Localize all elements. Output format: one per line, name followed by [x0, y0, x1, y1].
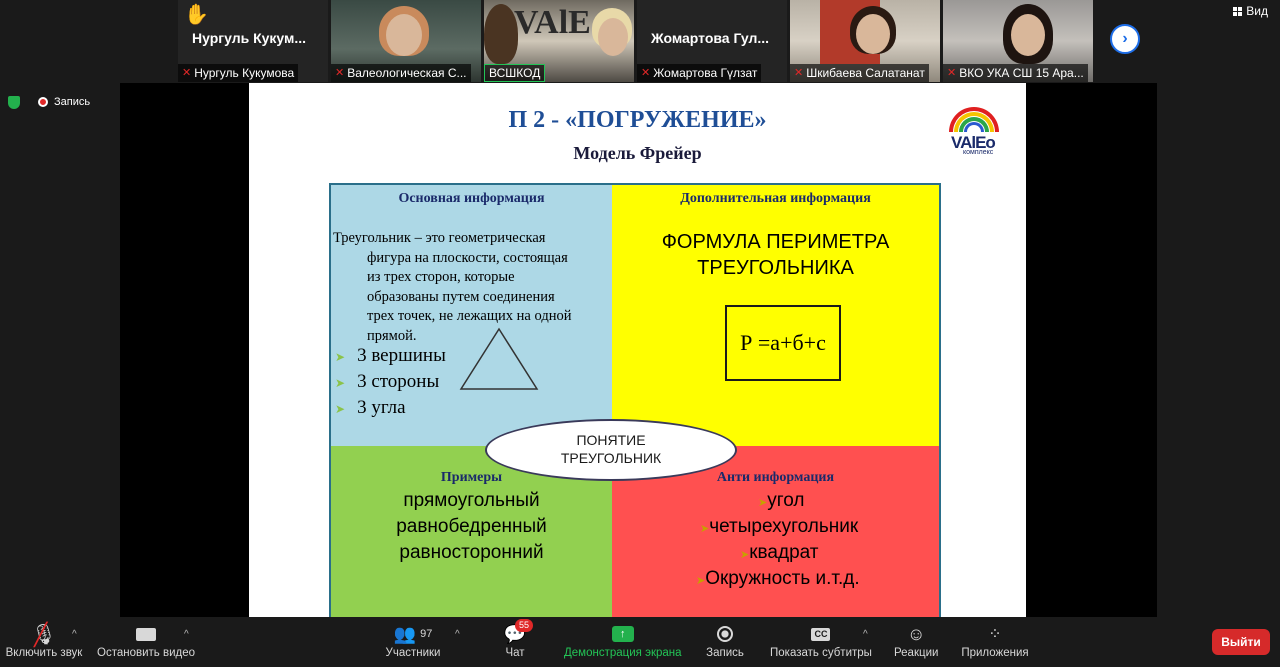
- list-item: прямоугольный: [403, 490, 540, 511]
- participant-face: [598, 18, 628, 56]
- meeting-toolbar: 🎙╱^ Включить звук ^ Остановить видео 👥97…: [0, 617, 1280, 667]
- frayer-model: Основная информация Треугольник – это ге…: [329, 183, 941, 617]
- muted-mic-icon: ✕: [182, 67, 192, 79]
- participant-face: [856, 14, 890, 54]
- participant-caption: ✕Нургуль Кукумова: [178, 64, 299, 82]
- chevron-up-icon[interactable]: ^: [862, 629, 868, 640]
- list-item: ➤угол: [758, 490, 805, 511]
- list-item: ➤Окружность и.т.д.: [696, 568, 860, 589]
- raised-hand-icon: ✋: [184, 4, 209, 26]
- apps-icon: ⁘: [988, 626, 1002, 643]
- shield-icon[interactable]: [8, 96, 20, 109]
- participant-face: [1011, 14, 1045, 56]
- participant-caption: ✕Шкибаева Салатанат: [790, 64, 929, 82]
- people-icon: 👥: [393, 623, 417, 644]
- muted-mic-icon: ✕: [794, 67, 804, 79]
- share-screen-icon: ↑: [611, 626, 634, 642]
- valeo-logo: VAlEo комплекс: [949, 107, 1001, 157]
- reactions-button[interactable]: ☺ Реакции: [894, 623, 939, 660]
- rainbow-arc: [964, 122, 984, 132]
- participant-face: [386, 14, 422, 56]
- triangle-shape: [459, 327, 539, 390]
- muted-mic-icon: ✕: [947, 67, 957, 79]
- list-item: ➤четырехугольник: [700, 516, 859, 537]
- list-item: ➤3 стороны: [335, 371, 440, 392]
- participant-tile[interactable]: ✋ Нургуль Кукум... ✕Нургуль Кукумова: [178, 0, 328, 82]
- chat-badge: 55: [515, 619, 534, 632]
- share-screen-button[interactable]: ↑ Демонстрация экрана: [564, 626, 682, 659]
- chevron-up-icon[interactable]: ^: [72, 629, 77, 640]
- cc-icon: CC: [811, 627, 831, 641]
- quadrant-additional-info: Дополнительная информация ФОРМУЛА ПЕРИМЕ…: [612, 185, 939, 446]
- quadrant-heading: Дополнительная информация: [680, 191, 871, 206]
- triangle-definition: Треугольник – это геометрическая фигура …: [333, 230, 572, 344]
- logo-subtext: комплекс: [963, 149, 994, 156]
- participant-strip: ✋ Нургуль Кукум... ✕Нургуль Кукумова ✕Ва…: [178, 0, 1093, 82]
- muted-mic-icon: 🎙: [31, 623, 57, 646]
- presentation-slide: П 2 - «ПОГРУЖЕНИЕ» Модель Фрейер VAlEo к…: [249, 83, 1026, 617]
- grid-view-icon: [1233, 6, 1243, 16]
- participant-tile[interactable]: ✕ВКО УКА СШ 15 Ара...: [943, 0, 1093, 82]
- participant-caption: ✕ВКО УКА СШ 15 Ара...: [943, 64, 1088, 82]
- participant-tile[interactable]: VAlE ВСШКОД: [484, 0, 634, 82]
- participant-tile[interactable]: Жомартова Гул... ✕Жомартова Гүлзат: [637, 0, 787, 82]
- participant-caption: ✕Жомартова Гүлзат: [637, 64, 762, 82]
- slide-subtitle: Модель Фрейер: [573, 143, 702, 163]
- view-button[interactable]: Вид: [1233, 4, 1268, 18]
- captions-button[interactable]: CC^ Показать субтитры: [770, 627, 872, 659]
- muted-mic-icon: ✕: [335, 67, 345, 79]
- record-dot-icon: [38, 97, 48, 107]
- quadrant-heading: Основная информация: [398, 191, 545, 206]
- perimeter-formula: Р =а+б+с: [725, 305, 841, 381]
- unmute-button[interactable]: 🎙╱^ Включить звук: [5, 622, 83, 659]
- center-concept: ПОНЯТИЕ ТРЕУГОЛЬНИК: [485, 419, 737, 481]
- smile-icon: ☺: [907, 623, 926, 644]
- participant-caption: ВСШКОД: [484, 64, 546, 82]
- video-camera-icon: [136, 627, 156, 641]
- quadrant-main-info: Основная информация Треугольник – это ге…: [331, 185, 612, 446]
- apps-button[interactable]: ⁘ Приложения: [961, 626, 1029, 659]
- list-item: ➤3 угла: [335, 397, 406, 418]
- participant-video: [484, 4, 518, 64]
- leave-button[interactable]: Выйти: [1212, 629, 1270, 655]
- rainbow-arc: [959, 117, 989, 132]
- participant-name: Жомартова Гул...: [651, 30, 770, 46]
- participant-video-logo: VAlE: [514, 4, 591, 41]
- quadrant-heading: Анти информация: [716, 470, 835, 485]
- participant-name: Нургуль Кукум...: [192, 30, 307, 46]
- participants-button[interactable]: 👥97^ Участники: [385, 623, 460, 660]
- slide-title: П 2 - «ПОГРУЖЕНИЕ»: [508, 107, 767, 133]
- list-item: ➤квадрат: [740, 542, 819, 563]
- chevron-up-icon[interactable]: ^: [455, 629, 460, 640]
- participant-caption: ✕Валеологическая С...: [331, 64, 471, 82]
- quadrant-examples: Примеры прямоугольный равнобедренный рав…: [331, 446, 612, 617]
- stop-video-button[interactable]: ^ Остановить видео: [97, 627, 195, 659]
- quadrant-heading: Примеры: [440, 470, 503, 485]
- recording-indicator[interactable]: Запись: [38, 96, 90, 108]
- record-button[interactable]: Запись: [706, 621, 744, 659]
- chat-button[interactable]: 💬55 Чат: [503, 619, 534, 659]
- chevron-right-icon[interactable]: ›: [1110, 24, 1140, 54]
- record-icon: [717, 626, 733, 642]
- formula-title: ФОРМУЛА ПЕРИМЕТРА ТРЕУГОЛЬНИКА: [661, 231, 890, 279]
- list-item: равносторонний: [399, 542, 544, 563]
- muted-mic-icon: ✕: [641, 67, 651, 79]
- chevron-up-icon[interactable]: ^: [184, 629, 189, 640]
- participants-count: 97: [420, 628, 433, 640]
- participant-tile[interactable]: ✕Шкибаева Салатанат: [790, 0, 940, 82]
- participant-tile[interactable]: ✕Валеологическая С...: [331, 0, 481, 82]
- list-item: ➤3 вершины: [335, 345, 446, 366]
- logo-text: VAlEo: [951, 133, 996, 152]
- mute-slash-icon: ╱: [34, 622, 48, 647]
- list-item: равнобедренный: [396, 516, 547, 537]
